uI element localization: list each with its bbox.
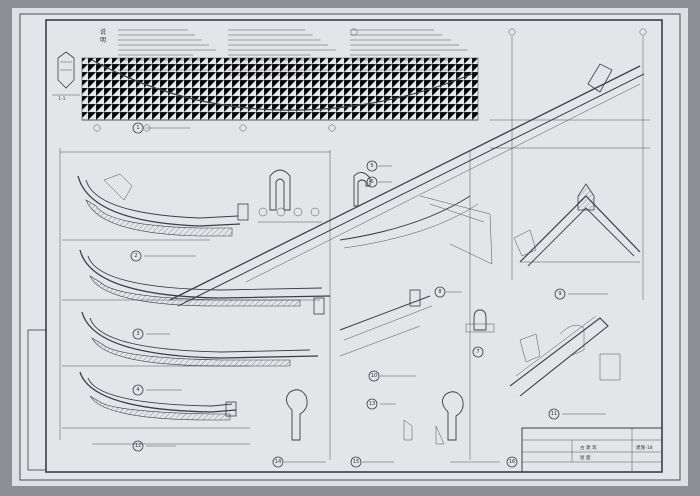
middle-eave-section <box>339 195 493 357</box>
callout: 2 <box>130 250 142 262</box>
svg-text:16: 16 <box>509 459 515 465</box>
callout: 14 <box>272 456 284 468</box>
axis-markers <box>93 28 647 132</box>
callout: 10 <box>368 370 380 382</box>
title-line-1: 古 建 筑 <box>580 444 597 451</box>
ridge-curve-elevation <box>81 57 479 121</box>
svg-text:13: 13 <box>369 401 375 407</box>
svg-text:8: 8 <box>438 289 441 295</box>
callout: 7 <box>472 346 484 358</box>
callout: 1 <box>132 122 144 134</box>
callout: 8 <box>434 286 446 298</box>
ridge-end-detail <box>509 315 621 397</box>
callout: 12 <box>132 440 144 452</box>
svg-text:15: 15 <box>353 459 359 465</box>
callout: 4 <box>132 384 144 396</box>
svg-text:说: 说 <box>100 28 106 36</box>
svg-text:11: 11 <box>551 411 557 417</box>
callout: 15 <box>350 456 362 468</box>
svg-text:明: 明 <box>100 37 106 44</box>
frame-border <box>45 19 663 473</box>
svg-text:2: 2 <box>134 253 137 259</box>
tile-details <box>258 169 495 333</box>
main-roof-slope <box>169 63 645 307</box>
svg-text:6: 6 <box>370 179 373 185</box>
svg-text:3: 3 <box>136 331 139 337</box>
binding-strip <box>27 329 47 471</box>
bottom-ornaments <box>286 389 464 445</box>
eave-profile-1 <box>77 173 249 237</box>
callout-bubbles: 1 2 3 4 5 6 7 8 9 10 11 12 13 14 15 16 <box>130 122 566 468</box>
callout: 3 <box>132 328 144 340</box>
callout: 5 <box>366 160 378 172</box>
svg-text:5: 5 <box>370 163 373 169</box>
eave-profile-2 <box>79 249 331 315</box>
eave-profile-4 <box>79 371 237 421</box>
eave-profile-3 <box>81 311 319 367</box>
svg-text:10: 10 <box>371 373 377 379</box>
callout: 11 <box>548 408 560 420</box>
title-block: 古 建 筑 屋 面 建施-18 <box>521 427 663 473</box>
svg-text:12: 12 <box>135 443 141 449</box>
detail-top-left: 1-1 说 明 <box>52 28 106 102</box>
callout: 13 <box>366 398 378 410</box>
svg-text:9: 9 <box>558 291 561 297</box>
callout: 6 <box>366 176 378 188</box>
svg-text:1: 1 <box>136 125 139 131</box>
svg-text:4: 4 <box>136 387 139 393</box>
svg-text:1-1: 1-1 <box>58 96 66 102</box>
callout: 16 <box>506 456 518 468</box>
svg-text:7: 7 <box>476 349 479 355</box>
callout: 9 <box>554 288 566 300</box>
hip-ridge-section <box>513 183 641 267</box>
title-line-2: 屋 面 <box>580 455 591 461</box>
caption-lines <box>144 127 608 463</box>
drawing-number: 建施-18 <box>636 444 653 451</box>
svg-text:14: 14 <box>275 459 281 465</box>
